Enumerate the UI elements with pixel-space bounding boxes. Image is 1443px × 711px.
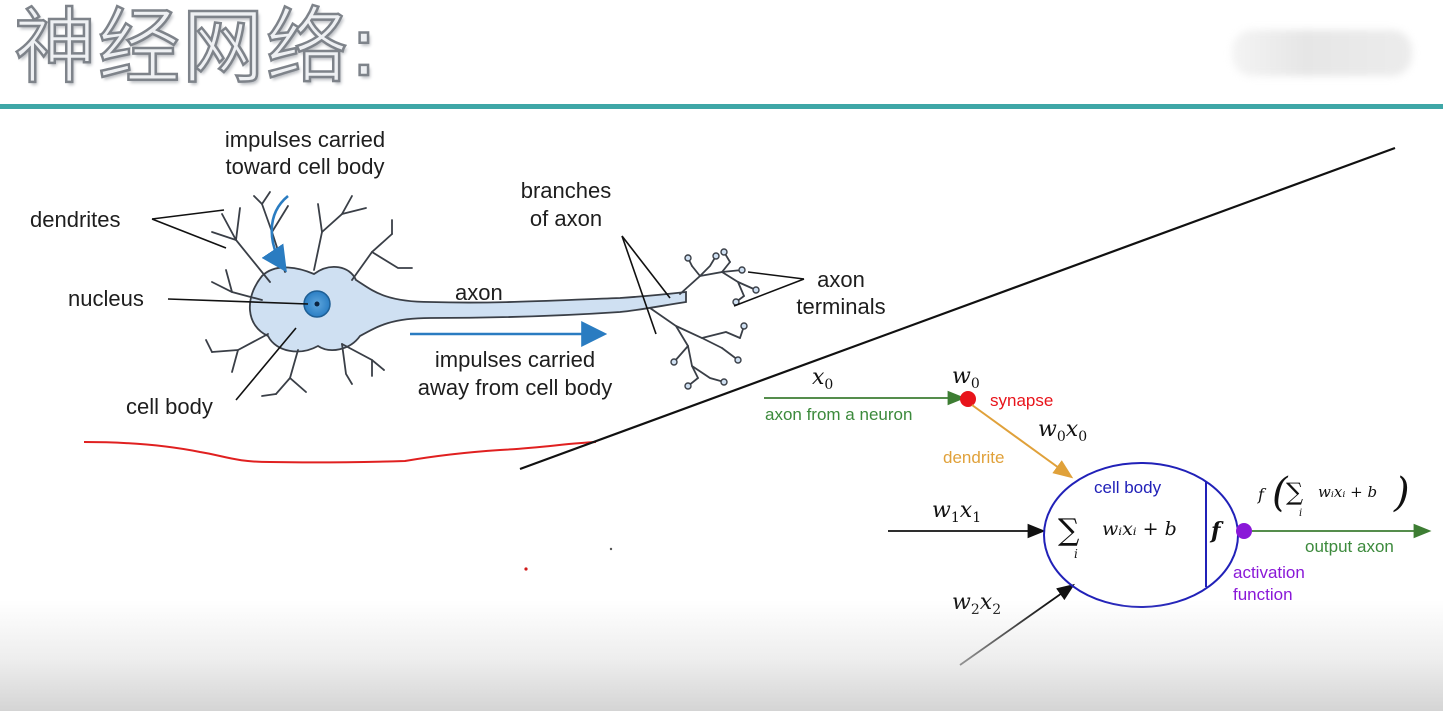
nucleus-label: nucleus xyxy=(68,286,144,311)
activation-dot xyxy=(1236,523,1252,539)
diagonal-divider xyxy=(519,146,1396,471)
axon-label: axon xyxy=(455,280,503,305)
terminals-label-1: axon xyxy=(817,267,865,292)
w0x0-label: w0x0 xyxy=(1038,417,1087,445)
activation-label-1: activation xyxy=(1233,563,1305,582)
stray-dot-red xyxy=(524,567,528,571)
branches-label-1: branches xyxy=(521,178,612,203)
terminal-buttons xyxy=(670,248,760,390)
f-symbol: f xyxy=(1209,518,1224,544)
terminals-label-2: terminals xyxy=(796,294,885,319)
output-open-paren: ( xyxy=(1272,470,1289,516)
output-expression: wᵢxᵢ + b xyxy=(1318,483,1377,501)
impulses-away-label-1: impulses carried xyxy=(435,347,595,372)
output-sum: ∑ xyxy=(1286,478,1303,506)
math-neuron-model: x0 w0 synapse axon from a neuron w0x0 de… xyxy=(764,364,1432,666)
impulse-toward-arrow xyxy=(261,194,289,273)
dendrite-arrow xyxy=(971,404,1074,479)
slide-title: 神经网络: xyxy=(13,0,380,96)
sum-symbol: ∑ xyxy=(1058,513,1080,548)
impulses-toward-label-2: toward cell body xyxy=(226,154,385,179)
leader-lines xyxy=(151,209,805,401)
impulses-away-label-2: away from cell body xyxy=(418,375,612,400)
synapse-label: synapse xyxy=(990,391,1053,410)
output-f: f xyxy=(1257,485,1267,504)
neuron-soma xyxy=(248,266,687,353)
biological-neuron: impulses carried toward cell body dendri… xyxy=(30,127,886,419)
activation-label-2: function xyxy=(1233,585,1293,604)
output-close-paren: ) xyxy=(1393,470,1410,516)
output-index: i xyxy=(1299,508,1302,519)
blurred-logo xyxy=(1232,30,1412,76)
impulses-toward-label-1: impulses carried xyxy=(225,127,385,152)
dendrites-label: dendrites xyxy=(30,207,121,232)
cell-body-label: cell body xyxy=(126,394,213,419)
dendrite-branches xyxy=(205,191,757,397)
w1x1-label: w1x1 xyxy=(932,498,981,526)
cell-body-model-label: cell body xyxy=(1094,478,1162,497)
sum-expression: wᵢxᵢ + b xyxy=(1102,518,1177,540)
w0-label: w0 xyxy=(952,364,980,392)
branches-label-2: of axon xyxy=(530,206,602,231)
red-underline xyxy=(83,441,597,464)
bottom-shadow xyxy=(0,600,1443,711)
dendrite-label: dendrite xyxy=(943,448,1004,467)
title-divider xyxy=(0,104,1443,109)
output-axon-label: output axon xyxy=(1305,537,1394,556)
synapse-dot xyxy=(960,391,976,407)
sum-index: i xyxy=(1074,547,1078,561)
axon-from-neuron-label: axon from a neuron xyxy=(765,405,912,424)
stray-dot-gray xyxy=(609,547,613,551)
x0-label: x0 xyxy=(812,365,833,393)
